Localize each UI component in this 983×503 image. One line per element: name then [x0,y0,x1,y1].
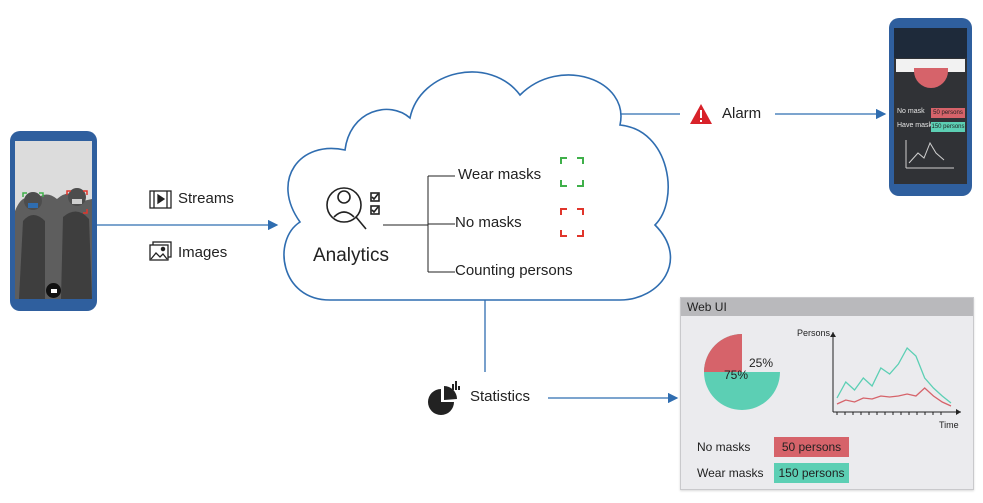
mobile-no-mask-label: No mask [897,108,925,115]
notification-shade [894,28,967,58]
mobile-trend-chart [905,140,954,169]
y-axis-label: Persons [797,328,831,338]
alarm-warning-icon [690,104,712,124]
web-wear-masks-label: Wear masks [697,466,764,480]
pie-slice-1 [704,334,742,372]
camera-phone [10,131,97,311]
video-camera-icon [50,288,57,293]
cloud-shape [283,71,672,301]
mobile-have-mask-value: 150 persons [931,122,965,132]
images-icon [149,241,172,261]
analytics-label: Analytics [313,245,390,266]
mask-ratio-pie: 75%25% [704,334,780,410]
wear-mask-bracket-icon [560,157,584,187]
mobile-have-mask-label: Have mask [897,122,933,129]
pie-label-no: 25% [749,356,773,370]
statistics-pie-icon [428,381,460,415]
app-pie-fragment [914,68,948,88]
alarm-phone: No mask 50 persons Have mask 150 persons [889,18,972,196]
check-counting-persons: Counting persons [455,262,573,279]
film-icon [149,190,172,209]
streams-label: Streams [178,190,234,207]
web-ui-title: Web UI [681,298,973,316]
pie-label-wear: 75% [724,368,748,382]
x-axis-arrow [956,409,961,415]
series-line-0 [836,346,952,404]
web-wear-masks-value: 150 persons [774,463,849,483]
web-no-masks-label: No masks [697,440,751,454]
statistics-label: Statistics [470,388,531,405]
alarm-phone-screen: No mask 50 persons Have mask 150 persons [894,28,967,184]
alarm-label: Alarm [722,105,762,122]
y-axis-arrow [830,332,836,337]
camera-phone-screen [15,141,92,299]
series-line-1 [836,387,952,407]
no-mask-bracket-icon [560,208,584,237]
check-wear-masks: Wear masks [458,166,542,183]
images-label: Images [178,244,228,261]
crowd-illustration [15,141,92,299]
mobile-no-mask-value: 50 persons [931,108,965,118]
record-button[interactable] [46,283,61,298]
check-no-masks: No masks [455,214,522,231]
web-no-masks-value: 50 persons [774,437,849,457]
analytics-icon [326,187,380,230]
x-axis-label: Time [939,420,959,430]
